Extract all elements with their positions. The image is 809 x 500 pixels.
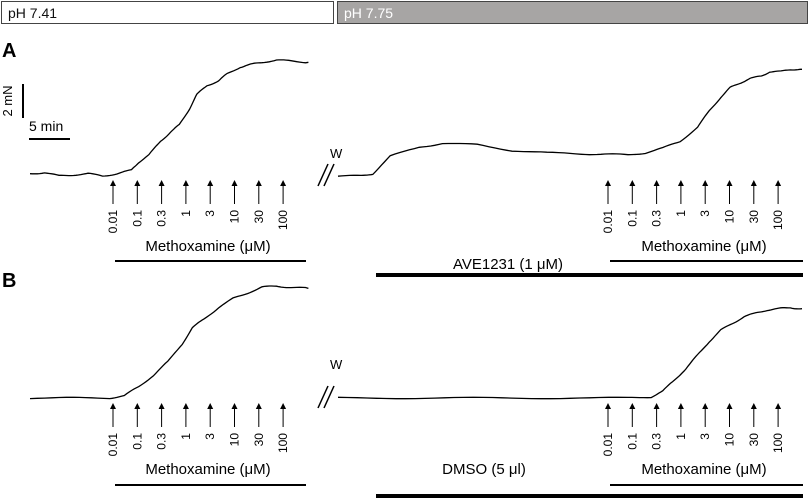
addition-arrow-head <box>231 403 238 409</box>
trace-panel-a-treated <box>337 68 802 177</box>
concentration-label: 100 <box>276 210 290 230</box>
panel-label-b: B <box>2 270 16 292</box>
concentration-label: 0.3 <box>650 210 664 227</box>
addition-arrow-head <box>726 180 733 186</box>
addition-arrow-head <box>702 180 709 186</box>
methoxamine-label-a-left: Methoxamine (μM) <box>145 238 270 255</box>
concentration-label: 3 <box>698 210 712 217</box>
addition-arrow-head <box>182 180 189 186</box>
ph-baseline-label: pH 7.41 <box>8 5 58 21</box>
force-scale-label: 2 mN <box>0 85 15 116</box>
concentration-label: 0.1 <box>130 433 144 450</box>
dmso-label: DMSO (5 μl) <box>442 461 526 478</box>
concentration-label: 100 <box>771 433 785 453</box>
methoxamine-label-b-left: Methoxamine (μM) <box>145 461 270 478</box>
addition-arrow-head <box>702 403 709 409</box>
addition-arrow-head <box>677 403 684 409</box>
methoxamine-label-a-right: Methoxamine (μM) <box>641 238 766 255</box>
concentration-label: 0.1 <box>130 210 144 227</box>
concentration-label: 30 <box>747 433 761 447</box>
addition-arrow-head <box>653 180 660 186</box>
trace-panel-a-control <box>29 59 309 177</box>
concentration-label: 3 <box>698 433 712 440</box>
concentration-label: 10 <box>228 210 242 224</box>
concentration-label: 10 <box>228 433 242 447</box>
panel-label-a: A <box>2 40 16 62</box>
addition-arrow-head <box>110 180 116 186</box>
addition-arrow-head <box>750 180 757 186</box>
concentration-label: 0.01 <box>601 433 615 457</box>
addition-arrow-head <box>629 180 636 186</box>
concentration-label: 0.3 <box>650 433 664 450</box>
concentration-label: 10 <box>723 433 737 447</box>
concentration-label: 100 <box>276 433 290 453</box>
addition-arrow-head <box>605 403 611 409</box>
addition-arrow-head <box>158 403 165 409</box>
concentration-label: 100 <box>771 210 785 230</box>
addition-arrow-head <box>629 403 636 409</box>
concentration-label: 30 <box>747 210 761 224</box>
concentration-label: 0.01 <box>601 210 615 234</box>
concentration-label: 0.01 <box>106 210 120 234</box>
trace-panel-b-control <box>29 285 309 400</box>
addition-arrow-head <box>158 180 165 186</box>
ph-baseline-bar: pH 7.41 <box>1 1 334 24</box>
methoxamine-label-b-right: Methoxamine (μM) <box>641 461 766 478</box>
addition-arrow-head <box>280 180 287 186</box>
concentration-label: 30 <box>252 210 266 224</box>
addition-arrow-head <box>775 403 782 409</box>
addition-arrow-head <box>677 180 684 186</box>
concentration-label: 30 <box>252 433 266 447</box>
concentration-label: 10 <box>723 210 737 224</box>
axis-break-mark <box>317 385 329 409</box>
concentration-label: 0.3 <box>155 210 169 227</box>
concentration-label: 0.1 <box>625 433 639 450</box>
addition-arrow-head <box>255 180 262 186</box>
addition-arrow-head <box>207 403 214 409</box>
axis-break-mark <box>317 163 329 187</box>
addition-arrow-head <box>280 403 287 409</box>
concentration-label: 0.3 <box>155 433 169 450</box>
concentration-label: 1 <box>674 210 688 217</box>
washout-label-b: W <box>330 357 343 372</box>
addition-arrow-head <box>605 180 611 186</box>
addition-arrow-head <box>182 403 189 409</box>
concentration-label: 1 <box>179 210 193 217</box>
concentration-label: 0.01 <box>106 433 120 457</box>
addition-arrow-head <box>110 403 116 409</box>
trace-panel-b-treated <box>337 307 803 400</box>
addition-arrow-head <box>134 180 141 186</box>
concentration-label: 0.1 <box>625 210 639 227</box>
addition-arrow-head <box>750 403 757 409</box>
concentration-label: 1 <box>674 433 688 440</box>
washout-label-a: W <box>330 146 343 161</box>
ph-alkaline-bar: pH 7.75 <box>337 1 808 24</box>
concentration-label: 3 <box>203 210 217 217</box>
addition-arrow-head <box>207 180 214 186</box>
concentration-label: 1 <box>179 433 193 440</box>
addition-arrow-head <box>231 180 238 186</box>
addition-arrow-head <box>653 403 660 409</box>
time-scale-label: 5 min <box>29 118 63 134</box>
ph-alkaline-label: pH 7.75 <box>344 5 394 21</box>
axis-break-mark <box>323 163 335 187</box>
addition-arrow-head <box>726 403 733 409</box>
axis-break-mark <box>323 385 335 409</box>
concentration-label: 3 <box>203 433 217 440</box>
ave1231-label: AVE1231 (1 μM) <box>453 256 563 273</box>
addition-arrow-head <box>255 403 262 409</box>
addition-arrow-head <box>134 403 141 409</box>
addition-arrow-head <box>775 180 782 186</box>
